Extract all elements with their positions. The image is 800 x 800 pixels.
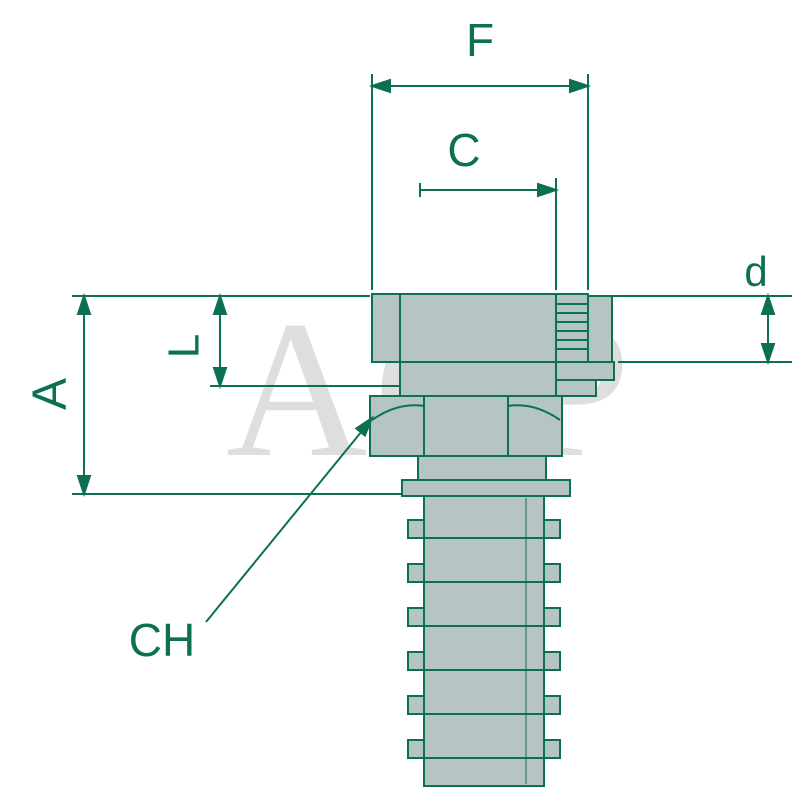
fitting-barb: [407, 607, 425, 627]
dimension-labels: F C d A L CH: [24, 14, 768, 666]
leader-line: [205, 430, 363, 623]
arrowhead: [76, 475, 92, 498]
fitting-nut: [371, 293, 589, 363]
fitting-barb: [543, 651, 561, 671]
dim-F: [368, 74, 592, 290]
hex-chamfer-arc: [371, 404, 425, 421]
fitting-barb: [407, 563, 425, 583]
fitting-neck: [399, 361, 557, 397]
fitting-tail-strip: [587, 295, 613, 363]
fitting-barb: [543, 695, 561, 715]
fitting-barb: [407, 651, 425, 671]
dim-d: [592, 292, 792, 366]
fitting-barb: [543, 739, 561, 759]
fitting-flange-step: [555, 379, 597, 397]
fitting-collar: [401, 479, 571, 497]
fitting-detail-lines: [371, 294, 588, 784]
arrowhead: [354, 415, 375, 438]
dimension-lines: [72, 74, 792, 623]
arrowhead: [569, 78, 592, 94]
dim-A: [72, 292, 402, 498]
fitting-stem: [423, 495, 545, 787]
fitting-barb: [543, 519, 561, 539]
arrowhead: [368, 78, 391, 94]
fitting-barb: [407, 519, 425, 539]
fitting-barb: [543, 607, 561, 627]
fitting-barb: [543, 563, 561, 583]
fitting-body: [369, 293, 615, 787]
fitting-barb: [407, 739, 425, 759]
arrowhead: [212, 292, 228, 315]
arrowhead: [76, 292, 92, 315]
dim-C: [419, 178, 560, 290]
dim-CH-leader: [205, 415, 375, 623]
fitting-barb: [407, 695, 425, 715]
dim-label-d: d: [744, 248, 767, 295]
dim-label-A: A: [24, 378, 77, 410]
arrowhead: [537, 182, 560, 198]
fitting-neck-lower: [417, 455, 547, 481]
arrowhead: [760, 292, 776, 315]
dim-label-C: C: [447, 124, 480, 176]
fitting-flange: [555, 361, 615, 381]
dim-L: [210, 292, 400, 390]
dim-label-CH: CH: [129, 614, 195, 666]
arrowhead: [212, 367, 228, 390]
arrowhead: [760, 343, 776, 366]
fitting-hex: [369, 395, 563, 457]
dim-label-F: F: [466, 14, 494, 66]
dim-label-L: L: [160, 334, 209, 358]
hex-chamfer-arc: [507, 404, 561, 421]
